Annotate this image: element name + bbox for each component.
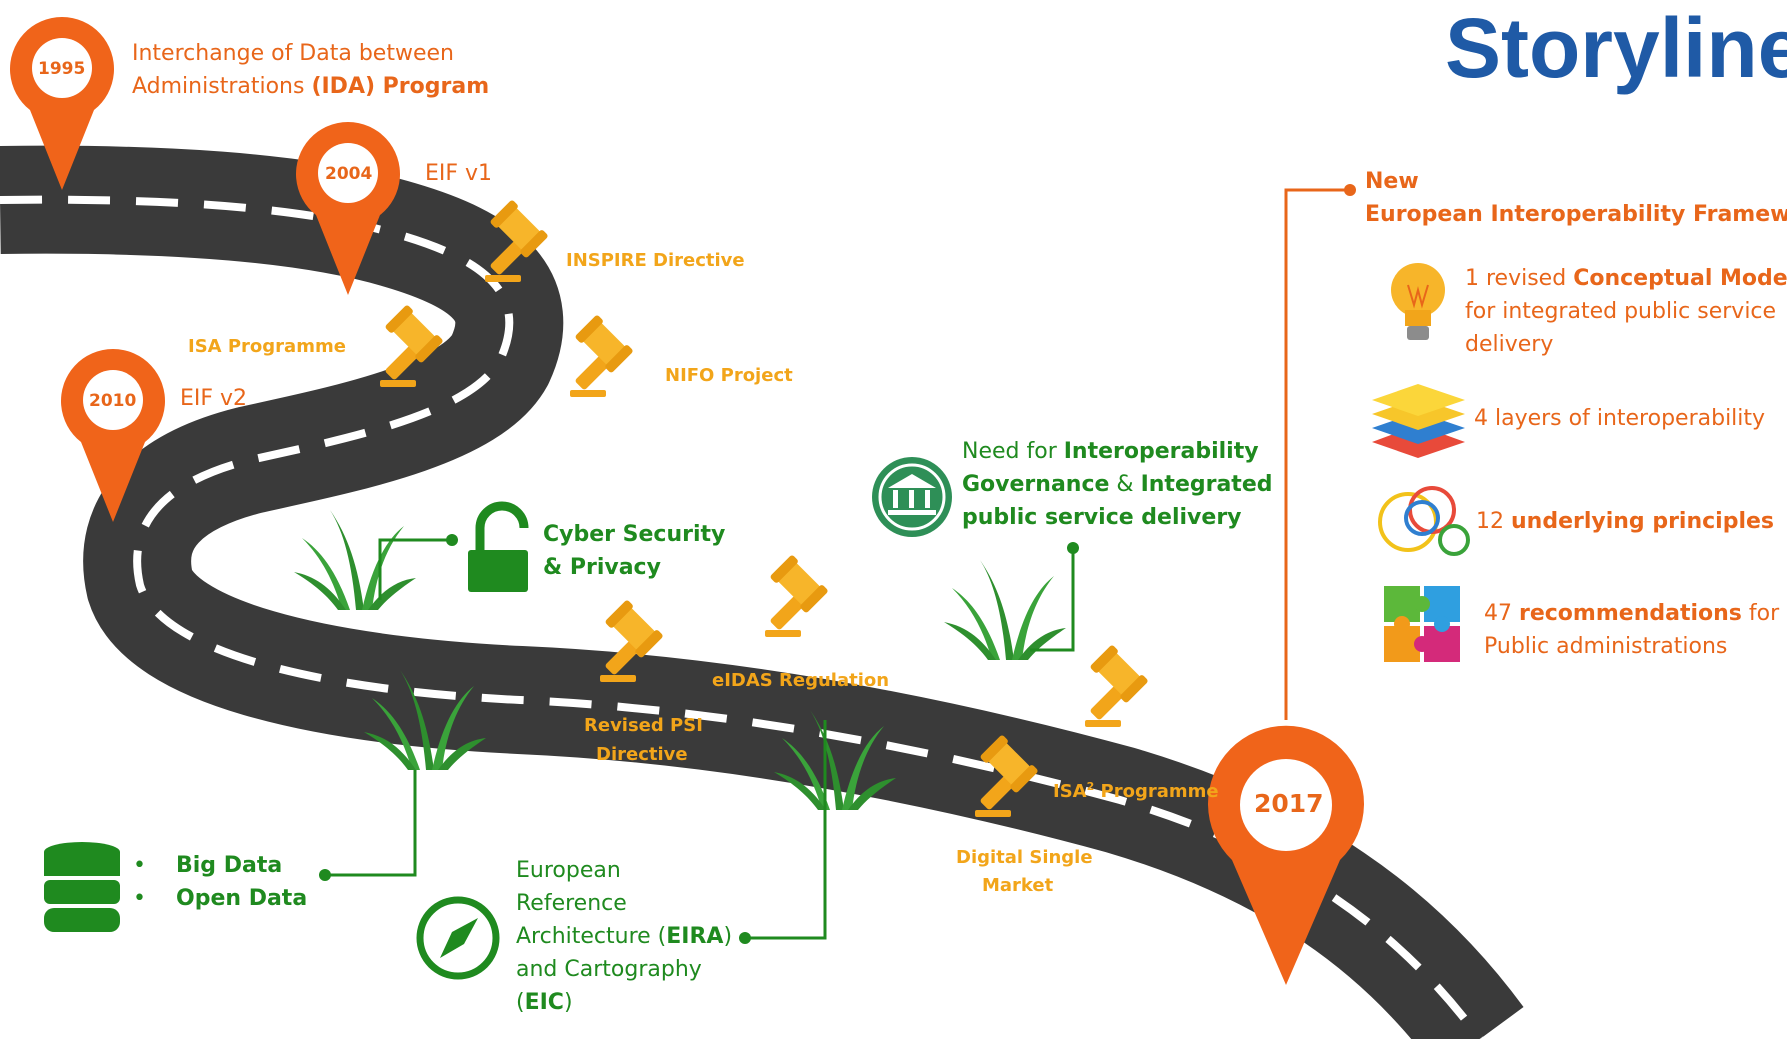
need-label-line2: Governance & Integrated bbox=[962, 471, 1273, 500]
psi-label-line1: Revised PSI bbox=[584, 715, 703, 736]
bullet-1: • bbox=[133, 853, 146, 878]
eif-new-label: New bbox=[1365, 169, 1419, 194]
bullet-2: • bbox=[133, 886, 146, 911]
need-bold: Interoperability bbox=[1063, 439, 1259, 464]
dsm-label-line1: Digital Single bbox=[956, 847, 1093, 868]
ida-label-line2: Administrations (IDA) Program bbox=[132, 73, 489, 102]
eira-line4: and Cartography bbox=[516, 957, 702, 982]
database-icon bbox=[44, 842, 120, 932]
recommendations-line2: Public administrations bbox=[1484, 634, 1728, 659]
page-title: Storyline bbox=[1445, 1, 1787, 95]
recommendations-line1: 47 recommendations for bbox=[1484, 600, 1779, 629]
psi-label-line2: Directive bbox=[596, 744, 688, 765]
eif-framework-label: European Interoperability Framework bbox=[1365, 202, 1787, 227]
isa-label: ISA Programme bbox=[188, 336, 346, 357]
need-text: Need for bbox=[962, 439, 1064, 464]
need-governance: Governance bbox=[962, 472, 1110, 497]
eif-v2-label: EIF v2 bbox=[180, 386, 248, 411]
cyber-label-line1: Cyber Security bbox=[543, 522, 726, 547]
ida-label-line1: Interchange of Data between bbox=[132, 41, 454, 66]
opendata-label: Open Data bbox=[176, 886, 308, 911]
rec-bold: recommendations bbox=[1519, 601, 1742, 626]
eic-bold: EIC bbox=[524, 990, 564, 1015]
cyber-label-line2: & Privacy bbox=[543, 555, 661, 580]
padlock-icon bbox=[468, 501, 529, 592]
need-label-line1: Need for Interoperability bbox=[962, 438, 1259, 467]
rec-for: for bbox=[1741, 601, 1780, 626]
year-2010: 2010 bbox=[89, 391, 137, 411]
eira-text: Architecture ( bbox=[516, 924, 667, 949]
ida-label-text: Administrations bbox=[132, 74, 312, 99]
model-line1: 1 revised Conceptual Model bbox=[1465, 265, 1787, 294]
eif-v1-label: EIF v1 bbox=[425, 161, 493, 186]
model-line3: delivery bbox=[1465, 332, 1554, 357]
model-line2: for integrated public service bbox=[1465, 299, 1777, 324]
need-integrated: Integrated bbox=[1140, 472, 1273, 497]
eira-line5: (EIC) bbox=[516, 989, 573, 1018]
institution-icon bbox=[872, 457, 952, 537]
rec-count: 47 bbox=[1484, 601, 1519, 626]
ida-label-bold: (IDA) Program bbox=[311, 74, 490, 99]
rings-icon bbox=[1378, 486, 1470, 556]
eira-close: ) bbox=[723, 924, 733, 949]
inspire-label: INSPIRE Directive bbox=[566, 250, 745, 271]
principles-bold: underlying principles bbox=[1511, 509, 1775, 534]
need-label-line3: public service delivery bbox=[962, 505, 1242, 530]
layers-icon bbox=[1372, 384, 1465, 458]
year-1995: 1995 bbox=[38, 59, 86, 79]
year-2017: 2017 bbox=[1254, 789, 1324, 818]
lightbulb-icon bbox=[1391, 263, 1445, 340]
eira-bold: EIRA bbox=[666, 924, 724, 949]
isa2-superscript: 2 bbox=[1086, 780, 1095, 793]
eira-line3: Architecture (EIRA) bbox=[516, 923, 732, 952]
model-bold: Conceptual Model bbox=[1573, 266, 1787, 291]
principles-count: 12 bbox=[1476, 509, 1511, 534]
isa2-label-text: ISA bbox=[1053, 781, 1087, 802]
eira-line1: European bbox=[516, 858, 621, 883]
nifo-label: NIFO Project bbox=[665, 365, 793, 386]
layers-label: 4 layers of interoperability bbox=[1474, 406, 1766, 431]
eidas-label: eIDAS Regulation bbox=[712, 670, 890, 691]
eira-line2: Reference bbox=[516, 891, 627, 916]
eic-close: ) bbox=[563, 990, 573, 1015]
need-amp: & bbox=[1109, 472, 1141, 497]
model-text: 1 revised bbox=[1465, 266, 1574, 291]
compass-icon bbox=[416, 896, 500, 980]
dsm-label-line2: Market bbox=[982, 875, 1054, 896]
puzzle-icon bbox=[1384, 586, 1460, 662]
isa2-label-suffix: Programme bbox=[1094, 781, 1219, 802]
year-2004: 2004 bbox=[325, 164, 373, 184]
principles-label: 12 underlying principles bbox=[1476, 508, 1774, 537]
isa2-label: ISA2 Programme bbox=[1053, 780, 1219, 803]
eic-open: ( bbox=[516, 990, 525, 1015]
bigdata-label: Big Data bbox=[176, 853, 283, 878]
